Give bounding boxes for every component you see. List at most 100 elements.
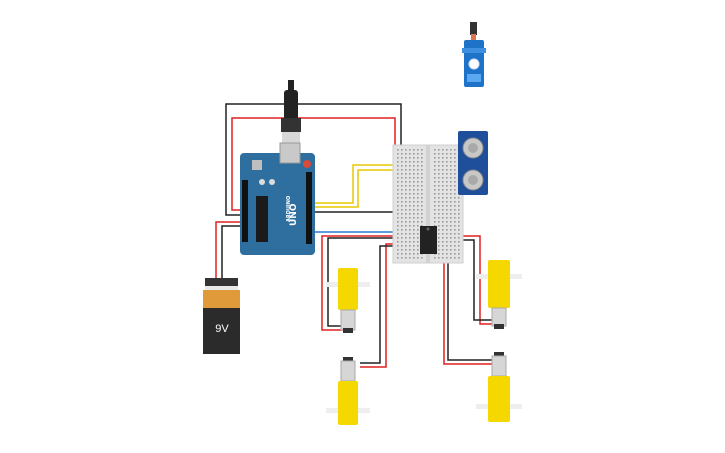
breadboard-hole (442, 149, 444, 151)
wire-battery-red[interactable] (215, 221, 240, 282)
breadboard-hole (454, 237, 456, 239)
breadboard-hole (450, 229, 452, 231)
motor-right-top[interactable] (476, 260, 522, 329)
breadboard-hole (446, 233, 448, 235)
breadboard-hole (438, 253, 440, 255)
motor-housing (338, 381, 358, 425)
breadboard-hole (454, 233, 456, 235)
breadboard-hole (450, 225, 452, 227)
breadboard-hole (442, 225, 444, 227)
breadboard-hole (446, 173, 448, 175)
breadboard-hole (397, 241, 399, 243)
breadboard-hole (401, 177, 403, 179)
wire-motor-left-top-red[interactable] (321, 235, 412, 331)
breadboard-hole (409, 221, 411, 223)
breadboard-hole (450, 181, 452, 183)
breadboard-hole (454, 177, 456, 179)
motor-left-top[interactable] (326, 268, 370, 333)
breadboard-hole (450, 169, 452, 171)
motor-housing (338, 268, 358, 310)
breadboard-hole (438, 189, 440, 191)
breadboard-hole (434, 189, 436, 191)
breadboard-hole (413, 157, 415, 159)
breadboard-hole (413, 253, 415, 255)
wire-red-top-loop[interactable] (231, 117, 396, 211)
battery-9v[interactable]: 9V (203, 278, 240, 354)
breadboard-hole (434, 181, 436, 183)
breadboard-hole (401, 221, 403, 223)
motor-terminal-cap (343, 328, 353, 333)
reset-button[interactable] (303, 160, 311, 168)
breadboard-hole (413, 161, 415, 163)
breadboard-hole (442, 201, 444, 203)
breadboard-hole (417, 165, 419, 167)
breadboard-hole (421, 225, 423, 227)
breadboard-hole (397, 161, 399, 163)
breadboard-hole (454, 205, 456, 207)
motor-terminal-cap (343, 357, 353, 362)
breadboard-hole (454, 193, 456, 195)
breadboard-hole (438, 201, 440, 203)
breadboard-hole (409, 225, 411, 227)
wire-battery-black[interactable] (221, 225, 240, 282)
motor-driver-ic[interactable] (420, 226, 437, 254)
breadboard-hole (413, 193, 415, 195)
breadboard-hole (438, 205, 440, 207)
breadboard-hole (434, 149, 436, 151)
breadboard-hole (438, 225, 440, 227)
motor-can (340, 360, 356, 382)
breadboard-hole (446, 165, 448, 167)
breadboard-hole (454, 185, 456, 187)
breadboard-hole (397, 173, 399, 175)
motor-left-bottom[interactable] (326, 357, 370, 425)
motor-housing (488, 260, 510, 308)
wire-black-top-loop[interactable] (225, 103, 402, 216)
servo-motor[interactable] (462, 22, 486, 87)
wire-driver-black-1[interactable] (312, 211, 403, 232)
breadboard-hole (442, 205, 444, 207)
dc-power-jack[interactable] (281, 80, 301, 144)
ultrasonic-distance-sensor[interactable] (458, 131, 488, 195)
breadboard-hole (405, 201, 407, 203)
breadboard-hole (413, 189, 415, 191)
breadboard-hole (446, 181, 448, 183)
breadboard-hole (413, 197, 415, 199)
breadboard-hole (454, 245, 456, 247)
breadboard-hole (405, 237, 407, 239)
motor-right-bottom[interactable] (476, 352, 522, 422)
breadboard-hole (409, 157, 411, 159)
breadboard-hole (401, 245, 403, 247)
breadboard-hole (421, 193, 423, 195)
sensor-transducer-top-inner (468, 143, 478, 153)
breadboard-hole (442, 209, 444, 211)
breadboard-hole (405, 205, 407, 207)
breadboard-hole (413, 153, 415, 155)
breadboard-hole (417, 173, 419, 175)
breadboard-hole (409, 217, 411, 219)
breadboard-hole (450, 237, 452, 239)
breadboard-hole (438, 177, 440, 179)
breadboard-hole (417, 149, 419, 151)
breadboard-hole (413, 209, 415, 211)
breadboard-hole (413, 233, 415, 235)
breadboard-hole (397, 157, 399, 159)
breadboard-hole (409, 233, 411, 235)
breadboard-hole (450, 173, 452, 175)
breadboard-hole (438, 197, 440, 199)
breadboard-hole (397, 253, 399, 255)
breadboard-hole (405, 181, 407, 183)
breadboard-hole (413, 257, 415, 259)
breadboard-hole (417, 249, 419, 251)
breadboard-hole (401, 249, 403, 251)
arduino-uno-board[interactable]: UNO ARDUINO (240, 142, 315, 255)
breadboard-hole (438, 153, 440, 155)
breadboard-hole (458, 205, 460, 207)
breadboard-hole (413, 165, 415, 167)
breadboard-hole (401, 197, 403, 199)
breadboard-hole (409, 177, 411, 179)
breadboard-hole (446, 153, 448, 155)
breadboard-hole (417, 181, 419, 183)
breadboard-hole (446, 225, 448, 227)
breadboard-hole (446, 157, 448, 159)
breadboard-hole (405, 153, 407, 155)
